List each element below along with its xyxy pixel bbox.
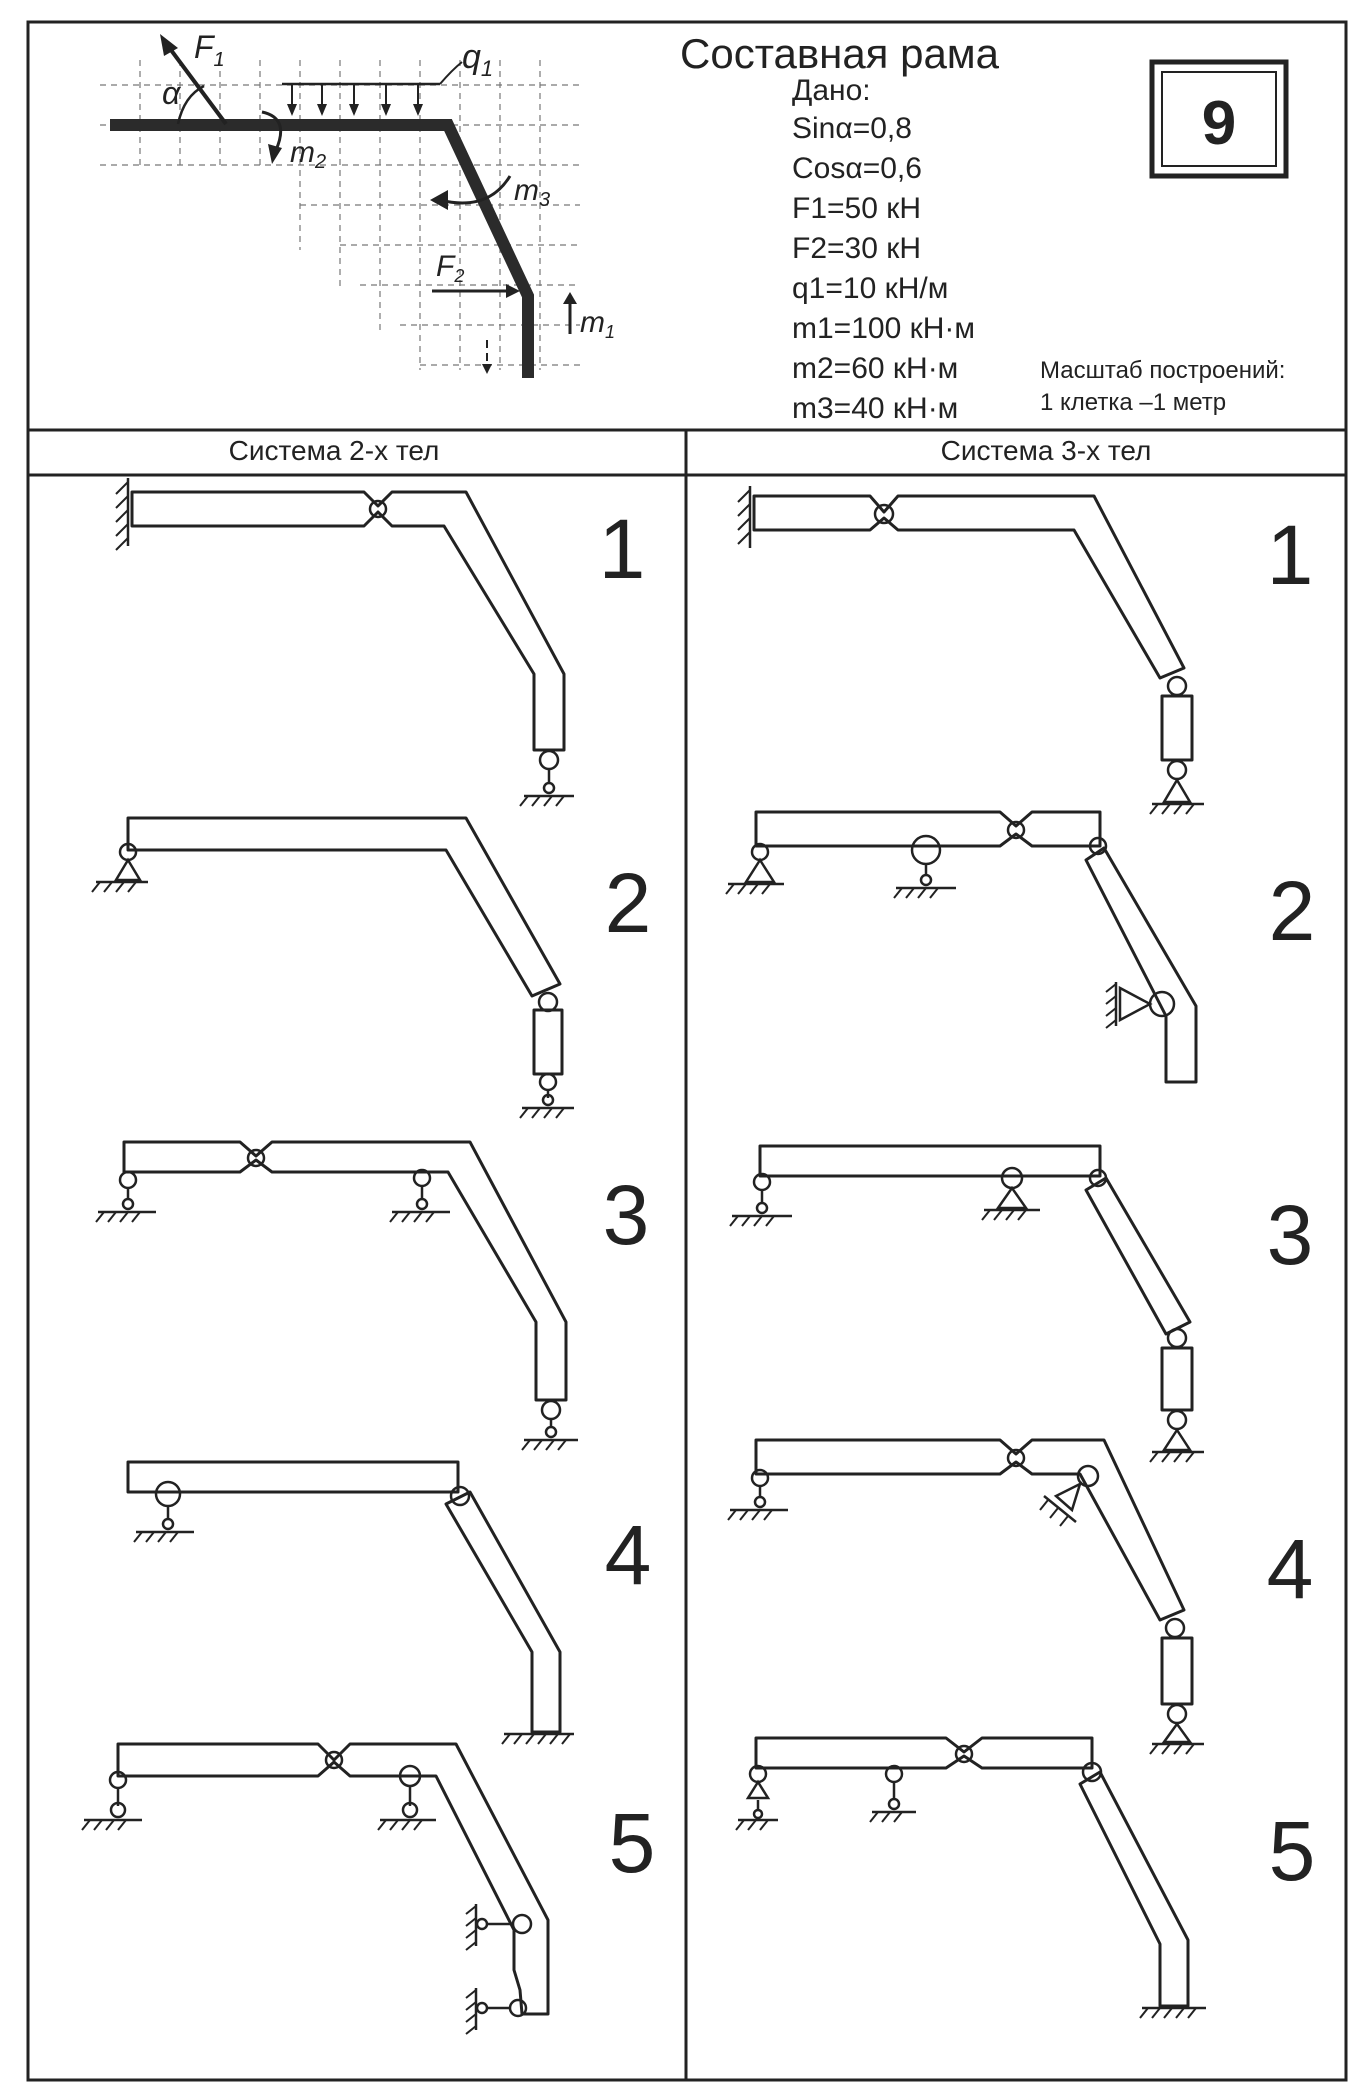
f1-label: F1: [194, 29, 225, 71]
scale-value: 1 клетка –1 метр: [1040, 389, 1226, 416]
side-roller-support: [465, 1988, 528, 2035]
m3-moment-arc: [439, 175, 512, 205]
roller-support: [869, 1764, 916, 1823]
left-variant-5: 5: [609, 1796, 656, 1890]
given-values: Sinα=0,8 Cosα=0,6 F1=50 кН F2=30 кН q1=1…: [792, 112, 975, 425]
frame-member: [1160, 694, 1194, 762]
left-scheme-1: [115, 478, 574, 807]
left-scheme-3: [95, 1140, 578, 1451]
given-sin-alpha: Sinα=0,8: [792, 112, 912, 145]
given-label: Дано:: [792, 74, 871, 107]
f2-label: F2: [436, 250, 464, 286]
fixed-support: [1139, 2006, 1206, 2019]
roller-support: [727, 1468, 788, 1521]
roller-support: [519, 1090, 574, 1119]
frame-member: [1084, 1176, 1192, 1336]
loading-scheme: q1 F1 α m2 m3 F2 m1: [100, 29, 615, 378]
given-f1: F1=50 кН: [792, 192, 921, 225]
frame-member: [754, 1438, 1186, 1622]
given-m3: m3=40 кН·м: [792, 392, 958, 425]
right-variant-3: 3: [1267, 1188, 1314, 1282]
hinge: [368, 499, 388, 519]
alpha-label: α: [162, 75, 181, 111]
m2-label: m2: [290, 136, 326, 173]
side-pin-support: [1105, 982, 1176, 1029]
given-m1: m1=100 кН·м: [792, 312, 975, 345]
frame-member: [1160, 1636, 1194, 1706]
frame-member: [444, 1490, 562, 1734]
roller-support: [95, 1170, 156, 1223]
pin-support: [735, 1764, 778, 1831]
right-scheme-5: [735, 1736, 1206, 2019]
frame-member: [532, 1008, 564, 1076]
sheet-title: Составная рама: [680, 30, 1000, 77]
left-scheme-5: [81, 1742, 550, 2035]
pin-support: [1149, 1427, 1204, 1463]
frame-member: [1084, 846, 1198, 1084]
pin-support: [1149, 777, 1204, 815]
side-roller-support: [465, 1904, 533, 1951]
m3-label: m3: [514, 174, 550, 211]
given-q1: q1=10 кН/м: [792, 272, 948, 305]
right-variant-2: 2: [1269, 864, 1316, 958]
left-scheme-2: [91, 816, 574, 1119]
pin-support: [725, 842, 784, 895]
f1-arrow: [160, 34, 228, 126]
frame-member: [1078, 1770, 1190, 2008]
right-scheme-2: [725, 810, 1198, 1084]
roller-support: [81, 1770, 142, 1831]
frame-member: [116, 1742, 550, 2016]
variant-box-inner: [1161, 71, 1277, 167]
right-scheme-4: [727, 1438, 1204, 1755]
right-variant-4: 4: [1267, 1522, 1314, 1616]
frame-member: [126, 1460, 460, 1494]
m1-label: m1: [580, 306, 615, 342]
left-scheme-4: [126, 1460, 574, 1745]
roller-support: [377, 1764, 436, 1831]
roller-support: [133, 1480, 194, 1543]
pin-support: [981, 1166, 1040, 1221]
frame-member: [752, 494, 1186, 680]
frame-member: [126, 816, 562, 998]
right-scheme-1: [737, 486, 1204, 815]
right-variant-5: 5: [1269, 1804, 1316, 1898]
given-cos-alpha: Cosα=0,6: [792, 152, 922, 185]
right-column-header: Система 3-х тел: [941, 435, 1152, 466]
frame-member: [758, 1144, 1102, 1178]
left-variant-1: 1: [599, 502, 646, 596]
given-f2: F2=30 кН: [792, 232, 921, 265]
pin-support: [91, 842, 148, 893]
left-variant-4: 4: [605, 1508, 652, 1602]
frame-member: [754, 810, 1102, 848]
frame-member: [130, 490, 566, 752]
right-scheme-3: [729, 1144, 1204, 1463]
roller-support: [729, 1172, 792, 1227]
given-m2: m2=60 кН·м: [792, 352, 958, 385]
q1-label: q1: [462, 38, 493, 81]
fixed-support: [501, 1732, 574, 1745]
pin-support: [1149, 1721, 1204, 1755]
variant-box-outer: [1149, 59, 1289, 179]
left-variant-3: 3: [603, 1168, 650, 1262]
variant-number: 9: [1202, 89, 1236, 158]
q1-distributed-load: [282, 61, 463, 116]
frame-member: [122, 1140, 568, 1402]
right-variant-1: 1: [1267, 508, 1314, 602]
left-column-header: Система 2-х тел: [229, 435, 440, 466]
left-variant-2: 2: [605, 856, 652, 950]
frame-member: [1160, 1346, 1194, 1412]
roller-support: [519, 749, 574, 807]
roller-support: [389, 1168, 450, 1223]
scale-title: Масштаб построений:: [1040, 357, 1285, 384]
roller-support: [521, 1399, 578, 1451]
roller-support: [893, 834, 956, 899]
frame-member: [754, 1736, 1094, 1770]
inclined-pin-support: [1039, 1464, 1100, 1527]
m2-moment-arc: [261, 110, 283, 151]
